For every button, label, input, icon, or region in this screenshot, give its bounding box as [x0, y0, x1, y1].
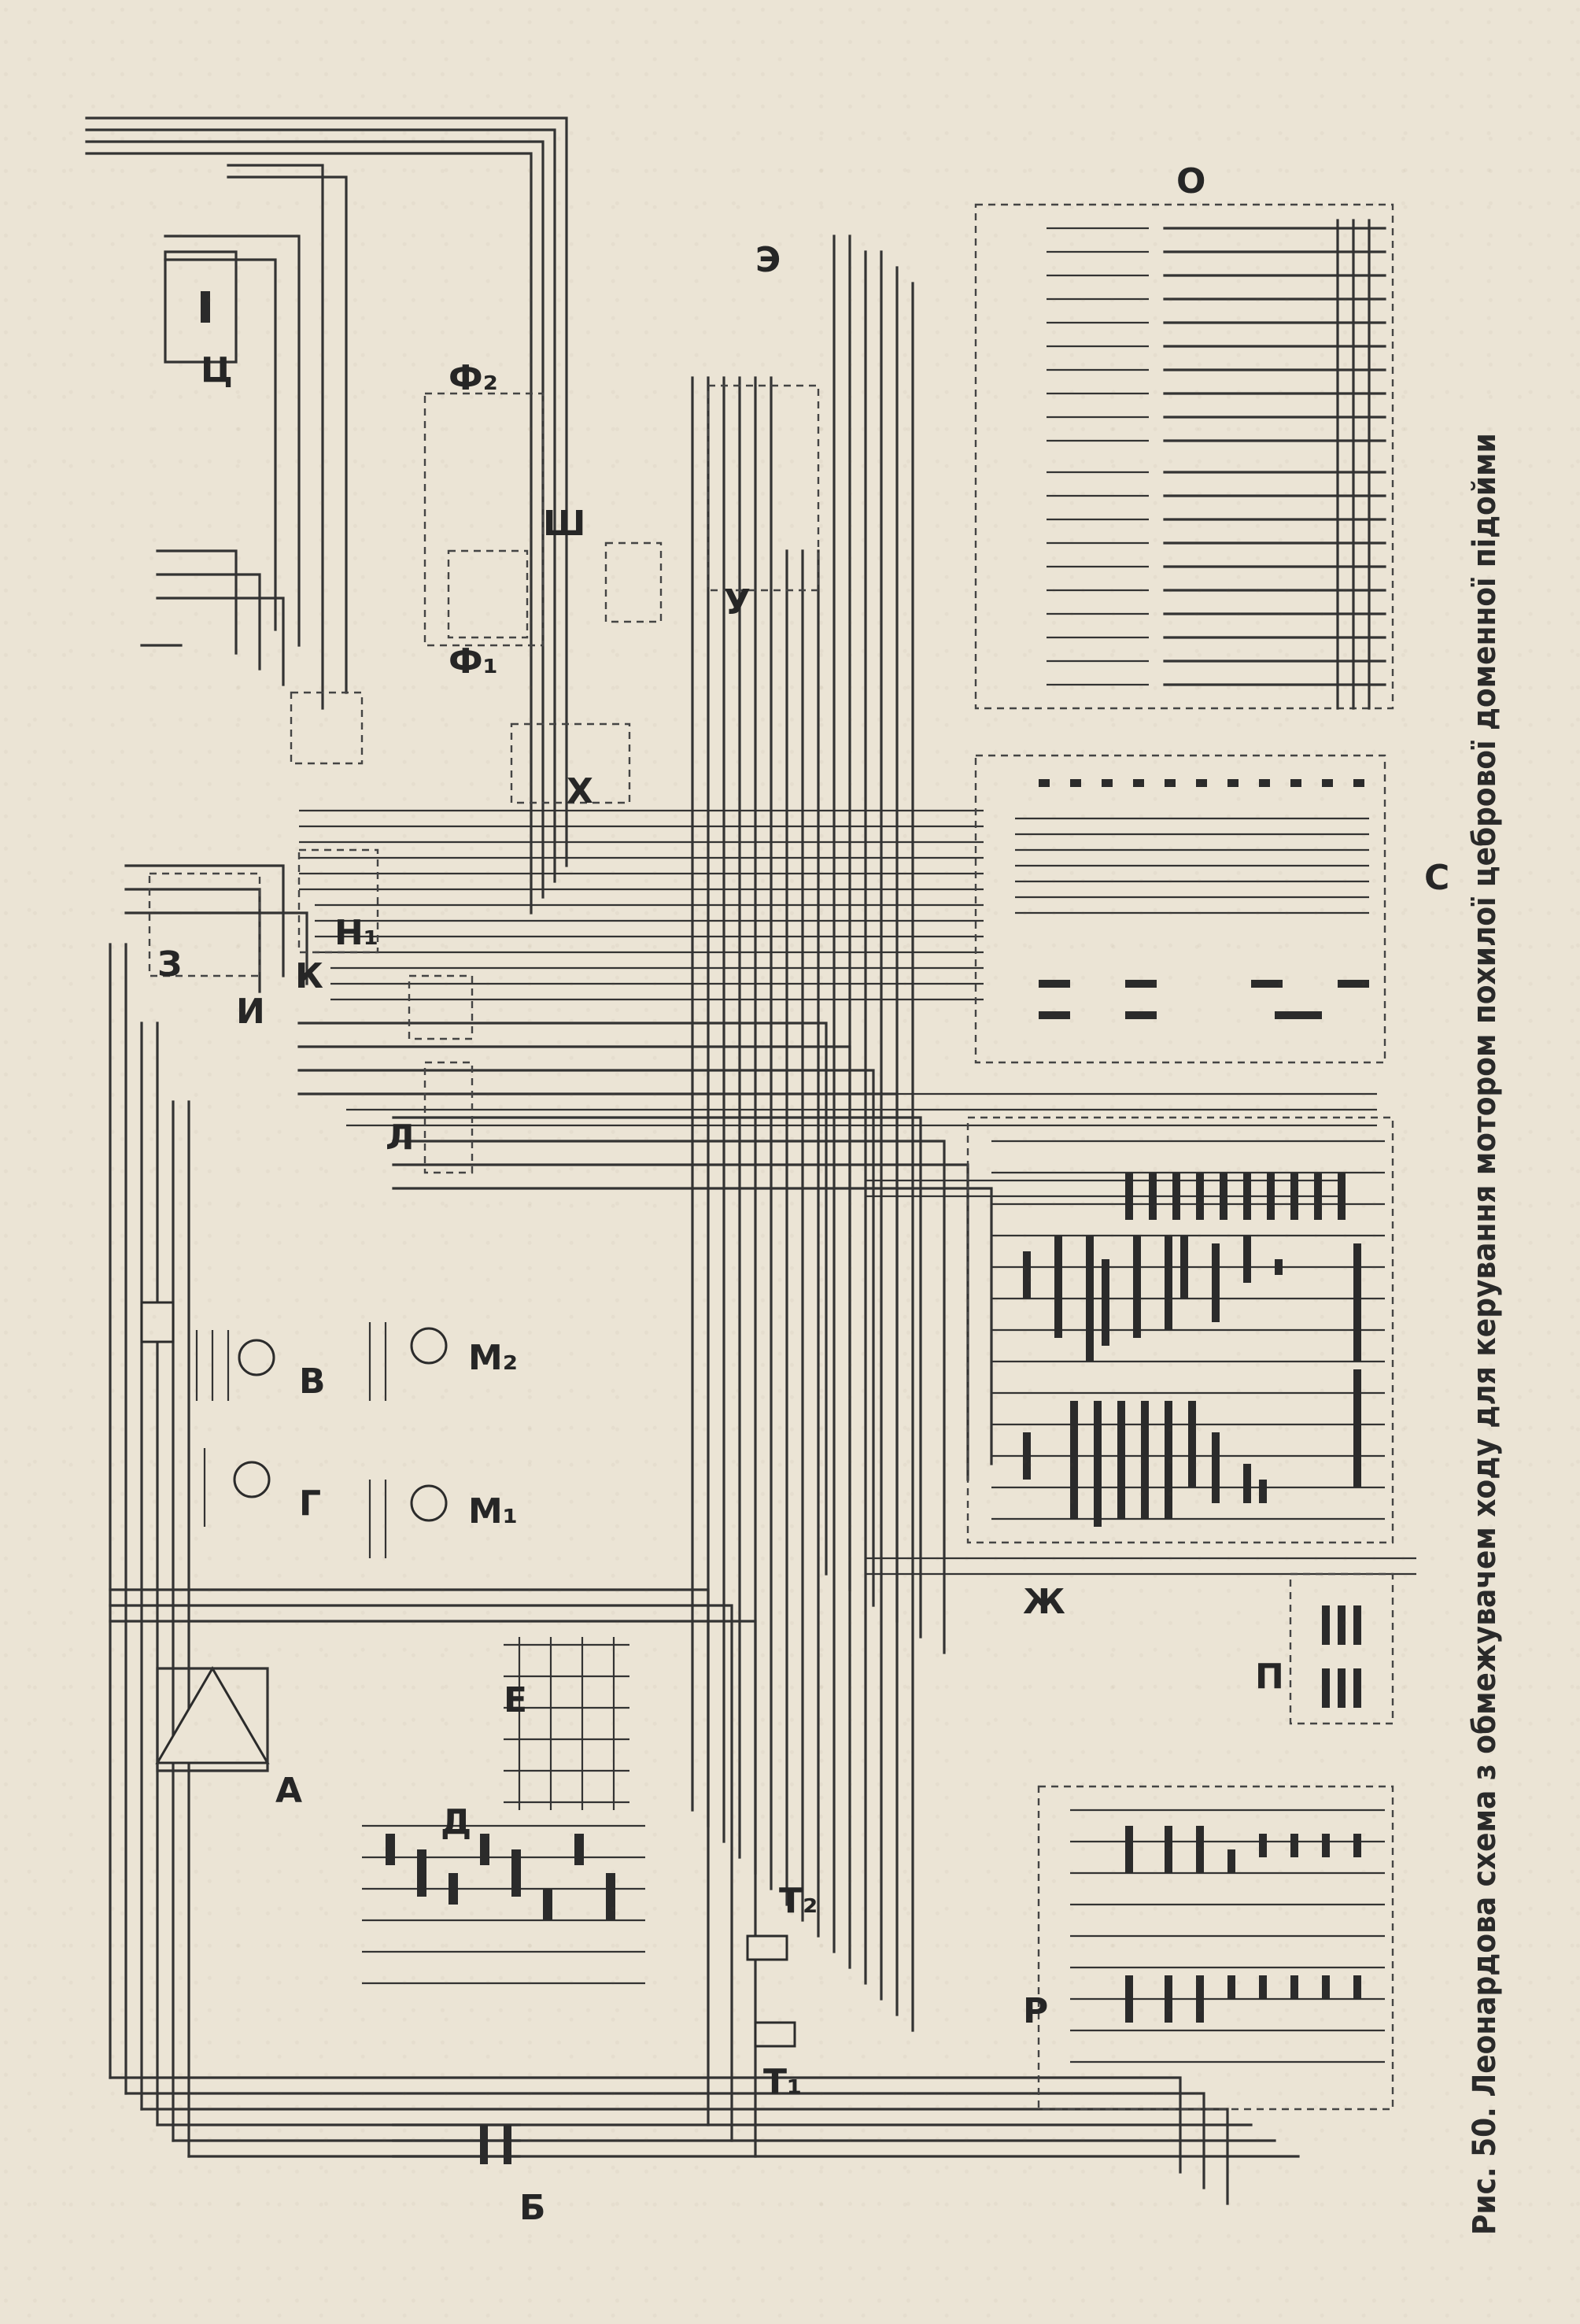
field-winding-G: [187, 1448, 206, 1527]
block-R-bars: [1070, 1809, 1385, 2064]
label-T2: Т₂: [779, 1881, 818, 1921]
block-R-frame: [1037, 1785, 1394, 2111]
block-P-contacts: [1322, 1605, 1361, 1708]
block-E-grid: [504, 1637, 629, 1810]
motor-M2: [410, 1327, 448, 1365]
label-V: В: [299, 1362, 326, 1402]
motor-M1: [410, 1484, 448, 1522]
label-Zh: Ж: [1023, 1582, 1065, 1622]
label-I: И: [236, 992, 265, 1032]
label-Z: З: [157, 944, 182, 985]
block-S-coils: [1015, 779, 1369, 1019]
field-winding-M2: [368, 1322, 387, 1401]
block-rel-frame: [290, 691, 364, 765]
label-F1: Ф₁: [449, 641, 498, 682]
field-winding-M1: [368, 1480, 387, 1558]
label-M1: М₁: [468, 1491, 518, 1531]
label-F2: Ф₂: [449, 358, 498, 398]
label-A: А: [275, 1771, 302, 1811]
block-O-contacts: [1047, 219, 1386, 710]
label-N1: Н₁: [334, 913, 378, 953]
motor-A-triangle: [155, 1666, 270, 1764]
relay-group-Ts: [164, 250, 238, 364]
block-F2-frame: [423, 392, 545, 647]
figure-caption: Рис. 50. Леонардова схема з обмежувачем …: [1467, 433, 1503, 2235]
transformer-T1: [754, 2021, 796, 2048]
block-P-frame: [1289, 1572, 1394, 1725]
block-Kh-frame: [510, 722, 631, 804]
transformer-T2: [746, 1934, 788, 1961]
exciter-V: [238, 1339, 275, 1376]
wiring-trunks: [109, 235, 914, 2158]
block-Z-frame: [148, 872, 261, 977]
label-R: Р: [1023, 1991, 1048, 2031]
wiring-bus: [85, 116, 1300, 2205]
block-K-frame: [408, 974, 474, 1040]
label-T1: Т₁: [763, 2062, 802, 2102]
block-S-frame: [974, 754, 1386, 1064]
cross-connections: [299, 809, 1416, 1576]
block-Zh-frame: [966, 1116, 1394, 1544]
block-Zh-drum: [991, 1140, 1385, 1527]
block-U-frame: [707, 384, 820, 592]
label-L: Л: [386, 1118, 415, 1158]
terminal-box: [140, 1301, 175, 1343]
label-G: Г: [299, 1483, 321, 1524]
generator-G: [233, 1461, 271, 1498]
label-B: Б: [519, 2188, 546, 2228]
label-Sh: Ш: [543, 504, 585, 544]
field-winding-V: [195, 1330, 230, 1401]
label-O: О: [1176, 161, 1205, 201]
block-sw-frame: [604, 541, 663, 623]
block-F1-frame: [447, 549, 529, 639]
label-E: Е: [504, 1680, 527, 1720]
component-labels: А Б В Г Д Е Ж З И К Л М₁ М₂ Н₁ О П Р С Т…: [157, 161, 1449, 2228]
block-O-frame: [974, 203, 1394, 710]
label-K: К: [295, 956, 323, 996]
block-N1-frame: [297, 848, 379, 954]
motor-A-frame: [156, 1667, 269, 1772]
label-S: С: [1424, 858, 1449, 898]
block-L-frame: [423, 1061, 474, 1174]
label-E2: Э: [755, 240, 781, 280]
label-P: П: [1255, 1657, 1284, 1697]
label-M2: М₂: [468, 1338, 518, 1378]
block-D-cams: [362, 1824, 645, 1985]
label-D: Д: [441, 1802, 471, 1842]
label-Kh: Х: [567, 771, 593, 811]
label-U: У: [724, 582, 751, 623]
breaker-B: [392, 2123, 521, 2164]
label-Ts: Ц: [201, 350, 233, 390]
